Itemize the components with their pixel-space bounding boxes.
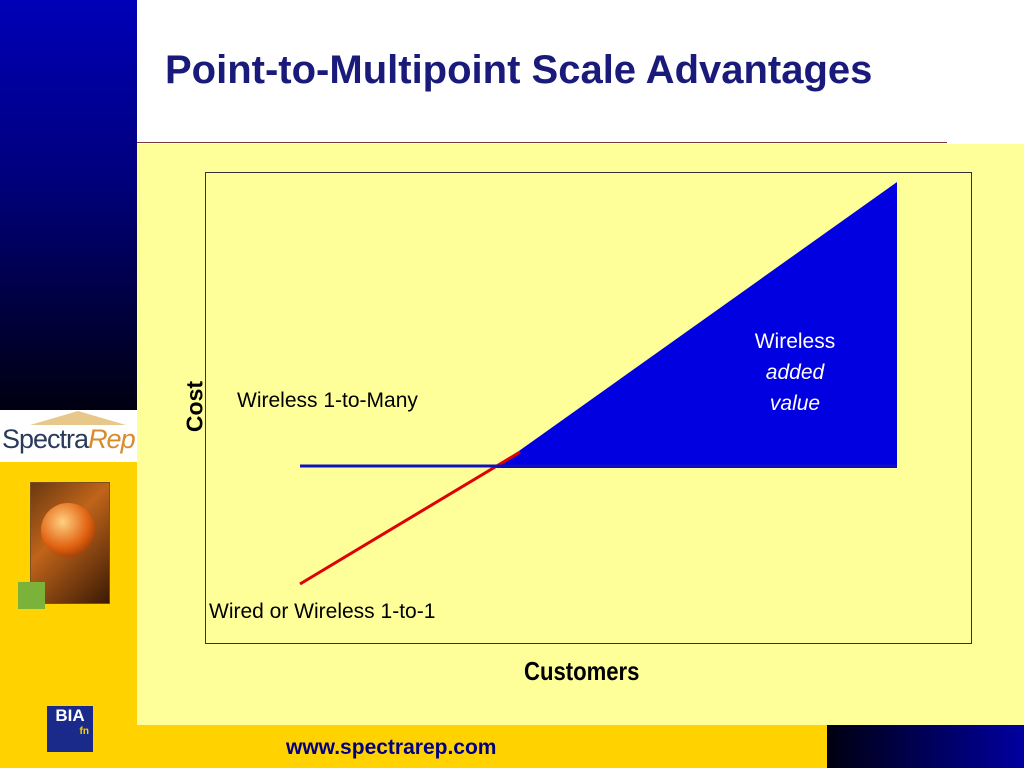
green-square-decoration — [18, 582, 45, 609]
bia-logo-text: BIA — [55, 706, 85, 725]
added-value-label: Wireless added value — [735, 326, 855, 419]
footer-gradient — [827, 725, 1024, 768]
sidebar-gradient — [0, 0, 137, 410]
footer-bar — [137, 725, 827, 768]
wired-line — [299, 450, 521, 586]
title-divider — [137, 142, 947, 143]
globe-icon — [41, 503, 95, 557]
added-value-line1: Wireless — [754, 330, 836, 353]
wireless-line-label: Wireless 1-to-Many — [237, 389, 418, 412]
y-axis-label: Cost — [181, 380, 208, 433]
logo-text-spectra: Spectra — [2, 424, 89, 454]
added-value-area — [495, 182, 897, 468]
added-value-line2: added — [765, 361, 825, 384]
added-value-line3: value — [769, 392, 821, 415]
footer-url[interactable]: www.spectrarep.com — [286, 736, 497, 759]
diagram-frame — [205, 172, 972, 644]
logo-roof-shape — [30, 411, 126, 425]
logo-text-rep: Rep — [88, 424, 136, 454]
x-axis-label: Customers — [524, 656, 640, 686]
bia-logo-fn: fn — [79, 726, 89, 737]
spectrarep-logo-text: SpectraRep — [2, 424, 136, 455]
slide-title: Point-to-Multipoint Scale Advantages — [165, 48, 873, 92]
wired-line-label: Wired or Wireless 1-to-1 — [209, 600, 436, 623]
